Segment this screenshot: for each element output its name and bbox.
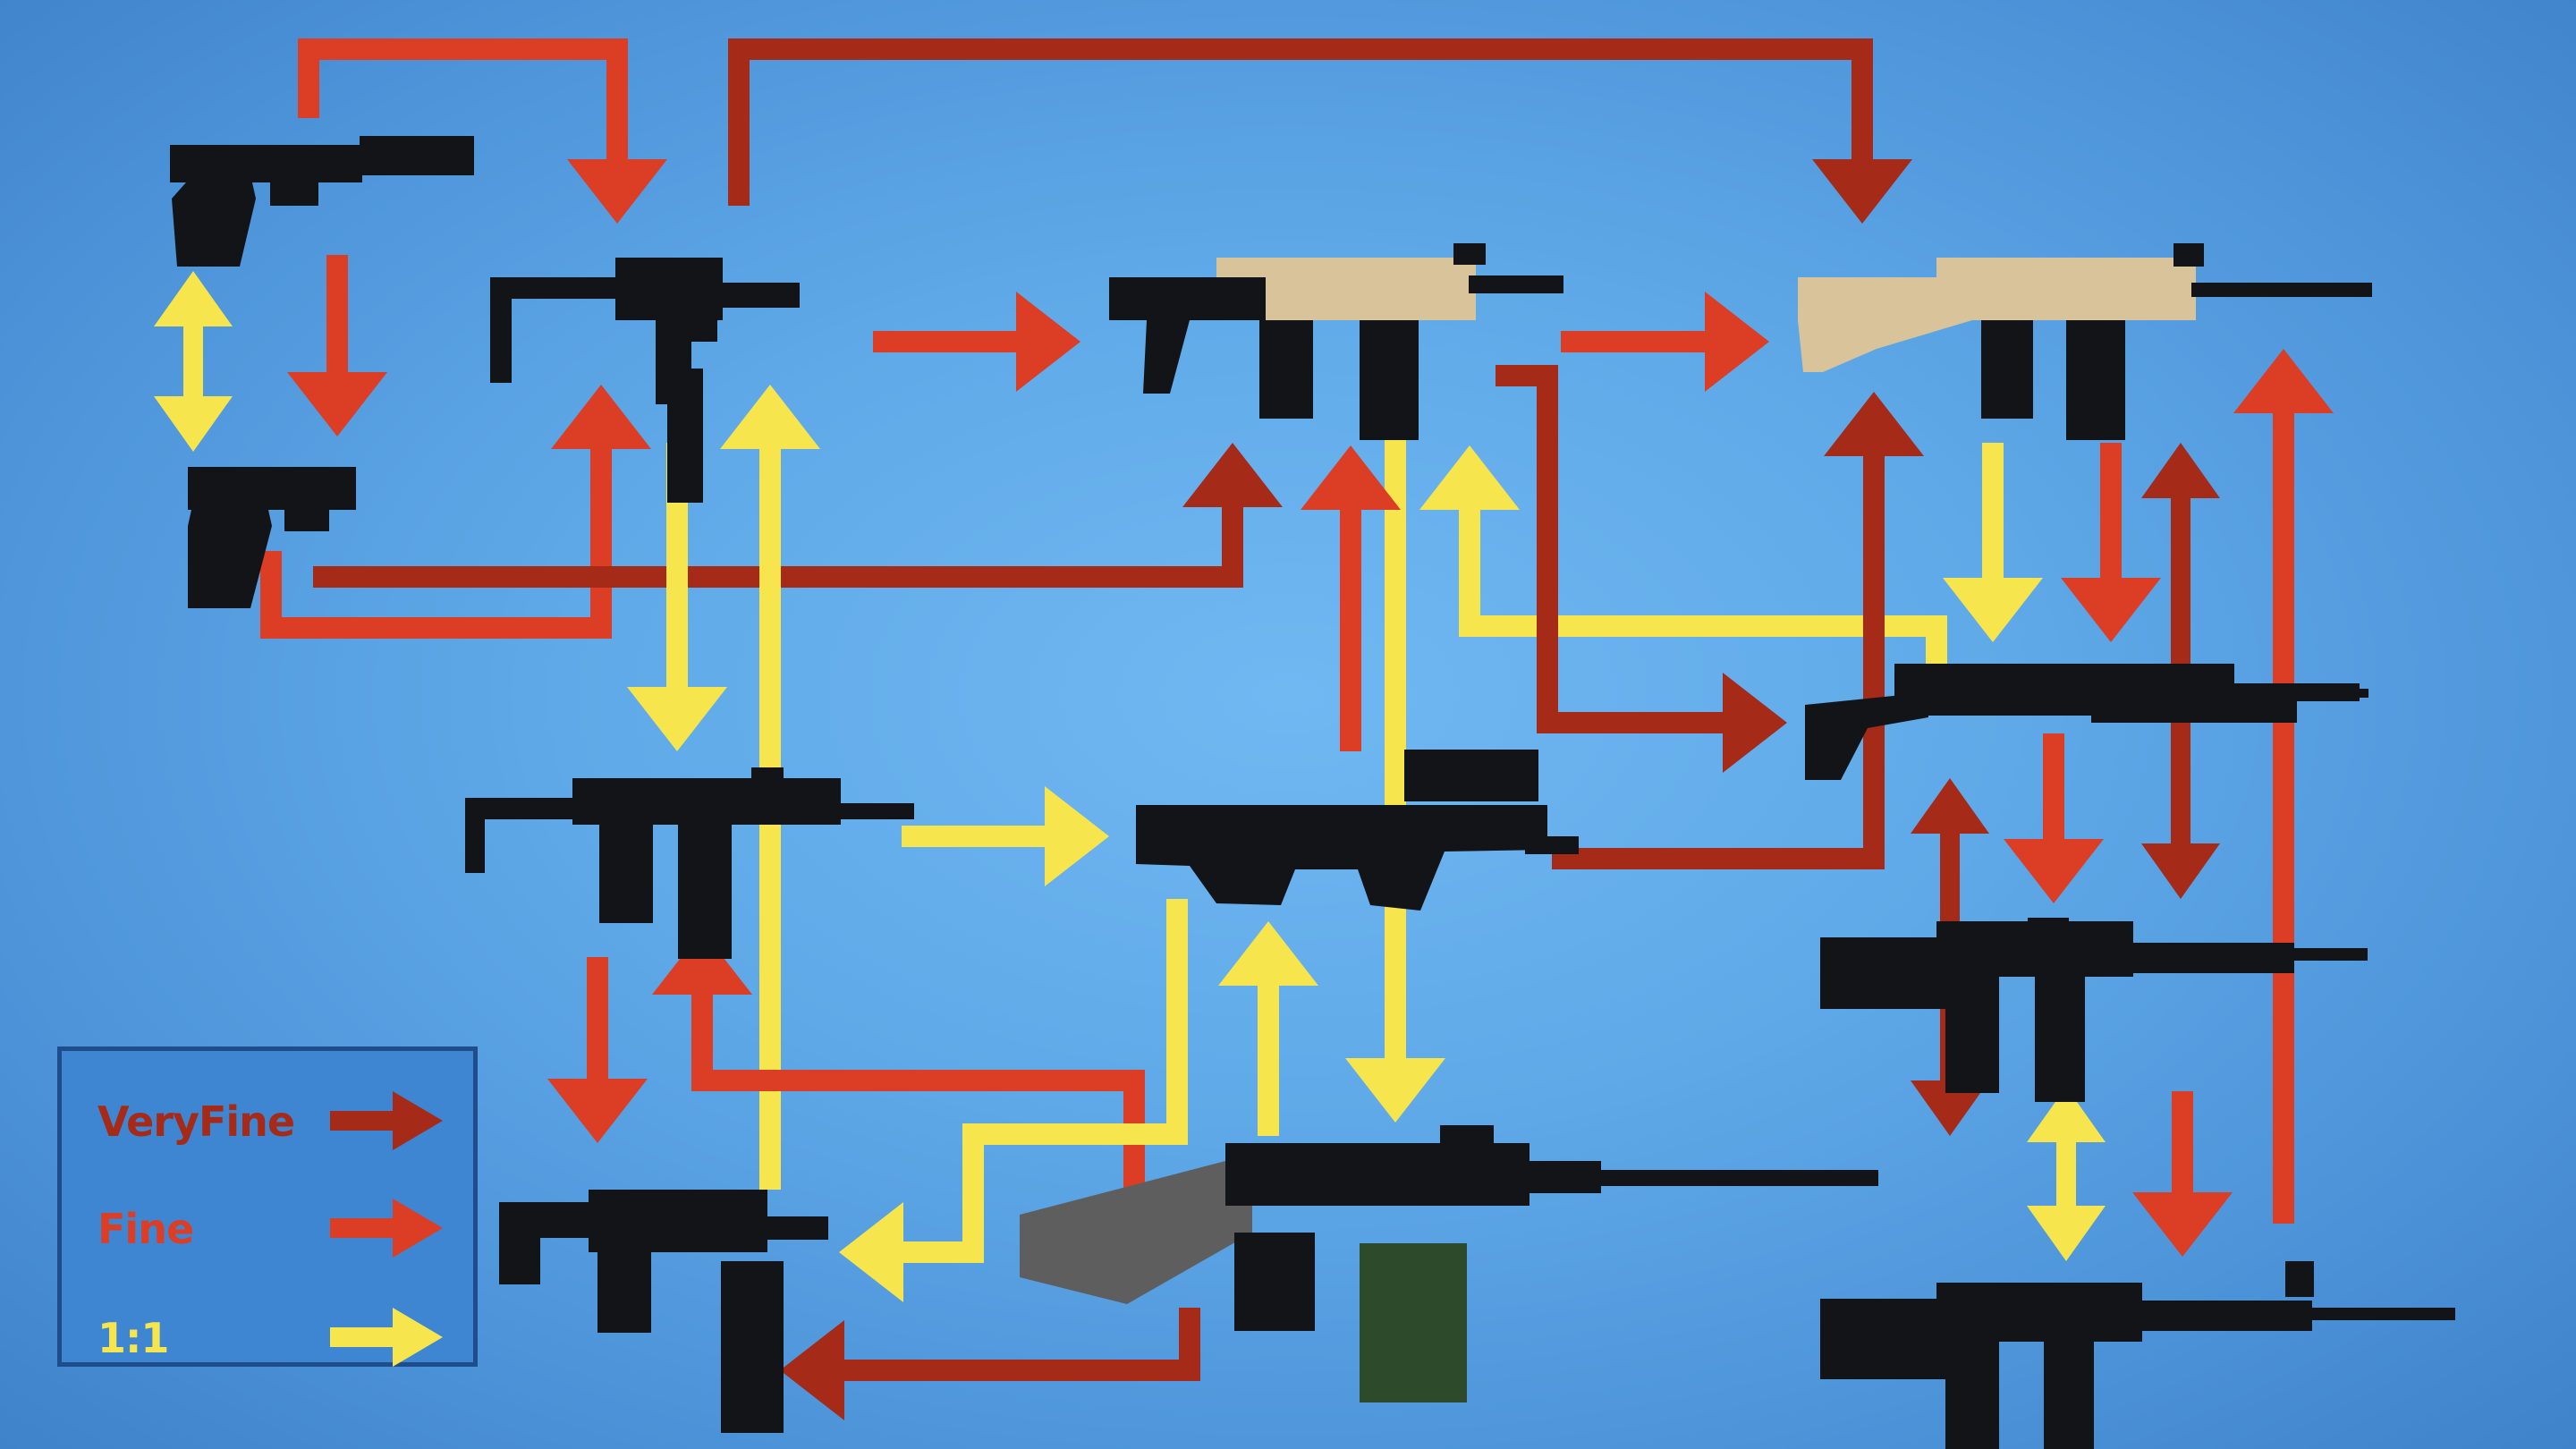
scar-cqc [1109,243,1563,440]
arrow-shotgun-down-to-m4 [2004,733,2104,903]
arrow-lmg-to-ump-veryfine [780,1308,1200,1420]
mp7-smg [490,258,800,503]
g36 [465,767,914,959]
arrow-pistol-down-to-glock [287,255,387,436]
glock-pistol [188,467,356,608]
arrow-smg-to-acr-top [728,38,1912,224]
pistol-suppressed [170,136,474,267]
arrow-scar-to-acr [1561,292,1769,392]
legend-item-veryfine: VeryFine [62,1085,473,1157]
acr-tan [1798,243,2372,440]
arrow-p90-up-to-scar-red [1301,445,1401,751]
arrow-glock-to-smg [260,385,651,639]
arrow-lmg-up-to-p90 [1218,921,1318,1136]
weapons-layer [170,136,2455,1449]
legend-label-one-to-one: 1:1 [97,1314,169,1362]
arrow-m4-down-to-m4a1 [2132,1091,2233,1257]
arrow-m4a1-up-to-acr [2233,349,2334,1224]
legend: VeryFine Fine 1:1 [57,1046,478,1367]
m249-lmg [1020,1125,1878,1402]
legend-arrow-fine-icon [330,1199,443,1258]
legend-label-fine: Fine [97,1205,194,1253]
arrow-smg-to-scar [873,292,1080,392]
arrow-shotgun-to-scar-yellow [1419,445,1947,680]
arrow-glock-long-veryfine [313,443,1283,588]
benelli-shotgun [1805,664,2368,780]
legend-item-one-to-one: 1:1 [62,1301,473,1373]
arrow-acr-down-red [2061,443,2161,642]
arrow-scar-down-to-lmg [1345,425,1445,1123]
arrow-m4-m4a1-swap [2027,1087,2106,1261]
p90 [1136,750,1579,911]
arrow-pistol-glock-swap [154,271,233,452]
legend-arrow-one-to-one-icon [330,1308,443,1367]
legend-label-veryfine: VeryFine [97,1097,295,1146]
arrow-p90-to-ump-yellow [839,899,1188,1302]
m4-carbine [1820,918,2368,1102]
arrow-p90-to-acr-veryfine [1552,392,1924,869]
arrow-g36-down-to-ump [547,957,648,1143]
m4a1-rifle [1820,1261,2455,1449]
arrow-lmg-to-g36-red [652,930,1145,1199]
arrow-pistol-to-smg-top [298,38,667,224]
legend-item-fine: Fine [62,1192,473,1264]
ump-smg [499,1190,828,1433]
arrow-g36-to-p90 [902,786,1109,886]
arrow-scar-to-shotgun [1496,365,1787,773]
legend-arrow-veryfine-icon [330,1091,443,1150]
arrow-acr-down-to-shotgun [1943,443,2043,642]
